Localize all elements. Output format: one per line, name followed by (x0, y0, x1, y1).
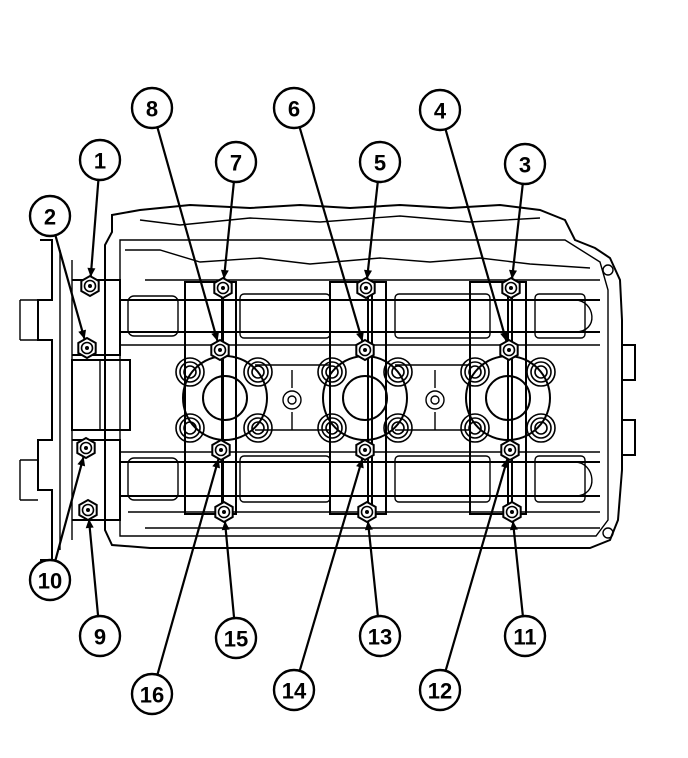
callout-11: 11 (503, 614, 547, 658)
callout-8-label: 8 (146, 97, 158, 122)
bolt-8 (210, 338, 230, 362)
cylinder-head-drawing (19, 203, 636, 561)
leader-line-9 (87, 518, 100, 617)
callout-14-label: 14 (282, 679, 307, 704)
callout-1: 1 (78, 138, 122, 182)
bolt-6 (355, 338, 375, 362)
callout-6-label: 6 (288, 97, 300, 122)
leader-arrow-9 (85, 519, 94, 529)
callout-4-label: 4 (434, 99, 447, 124)
bolt-12 (500, 438, 520, 462)
leader-arrow-6 (356, 331, 364, 342)
callout-6: 6 (272, 86, 316, 130)
leader-arrow-16 (212, 458, 220, 469)
callout-10: 10 (28, 558, 72, 602)
bolt-1 (80, 274, 100, 298)
callout-5: 5 (358, 140, 402, 184)
bolt-2 (77, 336, 97, 360)
callout-3-label: 3 (519, 153, 531, 178)
leader-arrow-3 (509, 269, 517, 280)
leader-arrow-14 (356, 458, 364, 469)
leader-line-13 (366, 520, 379, 617)
callout-16-label: 16 (140, 683, 164, 708)
callout-16: 16 (130, 672, 174, 716)
callout-11-label: 11 (513, 625, 536, 650)
callout-1-label: 1 (94, 149, 106, 174)
leader-line-2 (54, 235, 86, 340)
leader-line-15 (223, 520, 236, 619)
callout-12: 12 (418, 668, 462, 712)
bolt-15 (214, 500, 234, 524)
callout-10-label: 10 (38, 569, 62, 594)
leader-line-1 (89, 179, 100, 278)
head-bolts (76, 274, 522, 524)
leader-arrow-10 (77, 456, 86, 467)
bolt-11 (502, 500, 522, 524)
leader-line-5 (365, 181, 379, 280)
leader-lines (54, 126, 524, 676)
leader-line-16 (156, 458, 220, 676)
callout-9-label: 9 (94, 625, 106, 650)
leader-arrow-11 (509, 521, 518, 531)
callout-15: 15 (214, 616, 258, 660)
callout-4: 4 (418, 88, 462, 132)
bolt-14 (355, 438, 375, 462)
leader-line-3 (510, 183, 524, 280)
leader-line-11 (511, 520, 524, 617)
leader-arrow-15 (221, 521, 230, 531)
bolt-9 (78, 498, 98, 522)
callout-12-label: 12 (428, 679, 452, 704)
bolt-5 (356, 276, 376, 300)
bolt-16 (211, 438, 231, 462)
callout-3: 3 (503, 142, 547, 186)
leader-arrow-2 (78, 329, 86, 340)
callout-9: 9 (78, 614, 122, 658)
callout-14: 14 (272, 668, 316, 712)
leader-line-12 (444, 458, 509, 672)
callout-2: 2 (28, 194, 72, 238)
bolt-3 (501, 276, 521, 300)
leader-line-4 (444, 128, 508, 342)
callout-13-label: 13 (368, 625, 392, 650)
leader-arrow-7 (220, 269, 229, 279)
callout-2-label: 2 (44, 205, 56, 230)
bolt-10 (76, 436, 96, 460)
leader-arrow-4 (500, 331, 508, 342)
leader-arrow-1 (87, 267, 96, 277)
callout-15-label: 15 (224, 627, 248, 652)
bolt-7 (213, 276, 233, 300)
valve-springs (175, 357, 556, 443)
callout-8: 8 (130, 86, 174, 130)
callout-7: 7 (214, 140, 258, 184)
leader-arrow-13 (364, 521, 373, 531)
leader-arrow-8 (211, 331, 219, 342)
leader-arrow-5 (364, 269, 372, 280)
bolt-13 (357, 500, 377, 524)
leader-arrow-12 (501, 458, 509, 469)
leader-line-14 (298, 458, 364, 672)
callout-7-label: 7 (230, 151, 242, 176)
leader-line-7 (222, 181, 235, 280)
callouts: 1 2 3 4 5 6 7 8 9 10 11 12 13 14 15 16 (28, 86, 547, 716)
leader-line-6 (298, 126, 364, 342)
bolt-4 (499, 338, 519, 362)
leader-line-8 (156, 127, 219, 342)
callout-5-label: 5 (374, 151, 386, 176)
callout-13: 13 (358, 614, 402, 658)
leader-line-10 (54, 456, 85, 561)
